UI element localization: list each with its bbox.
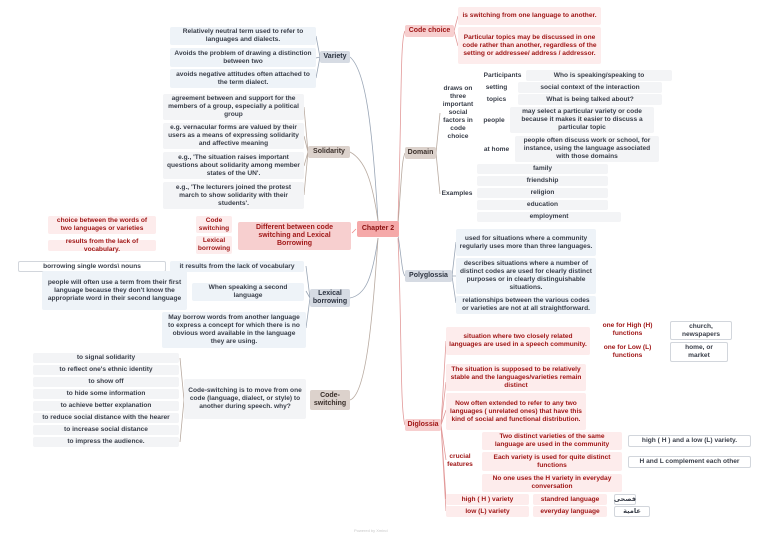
diglossia-high-example[interactable]: church, newspapers <box>670 321 732 340</box>
topic-solidarity[interactable]: Solidarity <box>308 146 350 158</box>
diglossia-high-function[interactable]: one for High (H) functions <box>602 322 653 337</box>
topic-diglossia[interactable]: Diglossia <box>405 419 441 431</box>
cs-reason[interactable]: to impress the audience. <box>33 437 179 447</box>
lexical-speaking[interactable]: When speaking a second language <box>192 283 304 301</box>
cs-definition[interactable]: choice between the words of two language… <box>48 216 156 234</box>
topic-code-choice[interactable]: Code choice <box>405 25 454 37</box>
cs-reason[interactable]: to reduce social distance with the heare… <box>33 413 179 423</box>
diglossia-low-function[interactable]: one for Low (L) functions <box>603 344 652 359</box>
solidarity-item[interactable]: e.g., 'The lecturers joined the protest … <box>163 182 304 209</box>
diglossia-everyday[interactable]: everyday language <box>533 506 607 517</box>
code-choice-item[interactable]: is switching from one language to anothe… <box>458 7 601 25</box>
domain-factor-label[interactable]: setting <box>485 83 508 91</box>
diglossia-extended[interactable]: Now often extended to refer to any two l… <box>446 393 586 430</box>
code-choice-item[interactable]: Particular topics may be discussed in on… <box>458 27 601 64</box>
domain-factor-text[interactable]: may select a particular variety or code … <box>510 107 654 133</box>
variety-item[interactable]: avoids negative attitudes often attached… <box>170 69 316 88</box>
diglossia-feature[interactable]: Two distinct varieties of the same langu… <box>482 432 622 450</box>
diglossia-crucial-label[interactable]: crucial features <box>447 453 473 468</box>
domain-factor-text[interactable]: What is being talked about? <box>518 94 662 105</box>
diglossia-feature-note[interactable]: high ( H ) and a low (L) variety. <box>628 435 751 447</box>
diglossia-low-variety[interactable]: low (L) variety <box>446 506 529 517</box>
cs-reason[interactable]: to achieve better explanation <box>33 401 179 411</box>
diglossia-stable[interactable]: The situation is supposed to be relative… <box>446 364 586 391</box>
topic-code-switching[interactable]: Code-switching <box>310 390 350 410</box>
cs-reason[interactable]: to hide some information <box>33 389 179 399</box>
domain-factor-text[interactable]: Who is speaking/speaking to <box>526 70 672 81</box>
diglossia-everyday-ar[interactable]: عامية <box>614 506 650 517</box>
topic-polyglossia[interactable]: Polyglossia <box>405 270 452 282</box>
domain-factor-label[interactable]: at home <box>483 145 510 153</box>
topic-cs-vs-lb[interactable]: Different between code switching and Lex… <box>238 222 351 250</box>
domain-factor-text[interactable]: people often discuss work or school, for… <box>515 136 659 162</box>
domain-draws[interactable]: draws on three important social factors … <box>442 85 474 140</box>
lexical-lack[interactable]: it results from the lack of vocabulary <box>170 261 304 272</box>
cs-reason[interactable]: to reflect one's ethnic identity <box>33 365 179 375</box>
domain-example[interactable]: religion <box>477 188 608 198</box>
diglossia-situation[interactable]: situation where two closely related lang… <box>446 327 590 355</box>
solidarity-item[interactable]: e.g., 'The situation raises important qu… <box>163 152 304 179</box>
solidarity-item[interactable]: e.g. vernacular forms are valued by thei… <box>163 123 304 149</box>
diglossia-standard[interactable]: standred language <box>533 494 607 505</box>
domain-example[interactable]: friendship <box>477 176 608 186</box>
domain-factor-label[interactable]: Participants <box>483 71 522 79</box>
variety-item[interactable]: Avoids the problem of drawing a distinct… <box>170 48 316 67</box>
domain-factor-label[interactable]: people <box>483 116 505 124</box>
central-topic[interactable]: Chapter 2 <box>357 221 399 237</box>
lb-label[interactable]: Lexical borrowing <box>196 236 232 254</box>
topic-domain[interactable]: Domain <box>405 147 436 159</box>
diglossia-feature[interactable]: Each variety is used for quite distinct … <box>482 452 622 471</box>
diglossia-feature-note[interactable]: H and L complement each other <box>628 456 751 468</box>
footer-watermark: Powered by Xmind <box>354 528 388 533</box>
variety-item[interactable]: Relatively neutral term used to refer to… <box>170 27 316 45</box>
cs-reason[interactable]: to show off <box>33 377 179 387</box>
polyglossia-item[interactable]: used for situations where a community re… <box>456 229 596 256</box>
diglossia-low-example[interactable]: home, or market <box>670 342 728 362</box>
lexical-may[interactable]: May borrow words from another language t… <box>162 312 306 348</box>
domain-factor-label[interactable]: topics <box>486 95 507 103</box>
diglossia-high-variety[interactable]: high ( H ) variety <box>446 494 529 505</box>
domain-example[interactable]: employment <box>477 212 621 222</box>
cs-label[interactable]: Code switching <box>196 216 232 233</box>
topic-variety[interactable]: Variety <box>320 51 350 63</box>
domain-examples-label[interactable]: Examples <box>441 189 473 197</box>
domain-example[interactable]: education <box>477 200 608 210</box>
solidarity-item[interactable]: agreement between and support for the me… <box>163 94 304 120</box>
diglossia-feature[interactable]: No one uses the H variety in everyday co… <box>482 474 622 492</box>
diglossia-standard-ar[interactable]: فصحى <box>614 494 636 505</box>
polyglossia-item[interactable]: describes situations where a number of d… <box>456 258 596 294</box>
cs-definition-long[interactable]: Code-switching is to move from one code … <box>184 379 306 419</box>
domain-factor-text[interactable]: social context of the interaction <box>518 82 662 93</box>
domain-example[interactable]: family <box>477 164 608 174</box>
lexical-term[interactable]: people will often use a term from their … <box>42 271 187 310</box>
polyglossia-item[interactable]: relationships between the various codes … <box>456 296 596 314</box>
cs-reason[interactable]: to signal solidarity <box>33 353 179 363</box>
lb-definition[interactable]: results from the lack of vocabulary. <box>48 238 156 253</box>
topic-lexical-borrowing[interactable]: Lexical borrowing <box>310 289 350 307</box>
cs-reason[interactable]: to increase social distance <box>33 425 179 435</box>
